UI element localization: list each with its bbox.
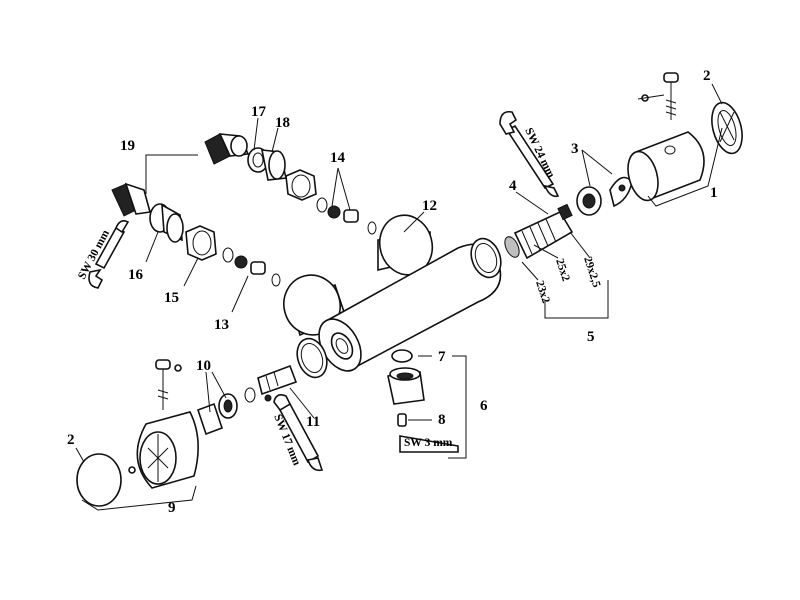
left-screw (155, 359, 182, 410)
label-18: 18 (275, 115, 290, 131)
label-8: 8 (438, 412, 446, 428)
label-4: 4 (509, 178, 517, 194)
thermostatic-cartridge (504, 203, 574, 260)
label-5: 5 (587, 329, 595, 345)
label-15: 15 (164, 290, 179, 306)
label-11: 11 (306, 414, 320, 430)
right-cap (711, 101, 743, 155)
inlet-nut-15 (185, 225, 217, 261)
dimension-29x2-5: 29x2,5 (581, 255, 602, 289)
right-stop-ring (609, 176, 633, 208)
dimension-labels: 29x2,5 25x2 23x2 (533, 255, 602, 305)
label-14: 14 (330, 150, 346, 166)
label-12: 12 (422, 198, 437, 214)
grub-screw-8 (397, 413, 407, 427)
inlet-connector-left (111, 182, 152, 217)
cartridge-nut (576, 186, 602, 216)
check-valve-14 (316, 197, 377, 235)
inlet-tail-16 (149, 203, 184, 243)
label-6: 6 (480, 398, 488, 414)
label-2-top: 2 (703, 68, 711, 84)
label-10: 10 (196, 358, 211, 374)
label-2-bottom: 2 (67, 432, 75, 448)
wrench-sw30 (88, 220, 130, 289)
right-seal-ring (470, 237, 502, 279)
label-7: 7 (438, 349, 446, 365)
part-numbers: 1 2 3 4 5 6 7 8 9 10 11 12 13 14 15 16 1… (67, 68, 718, 516)
union-tail-18 (261, 149, 287, 181)
wrench-sw24 (499, 110, 560, 198)
right-handle (627, 131, 705, 202)
label-17: 17 (251, 104, 267, 120)
outlet-seal-7 (391, 349, 413, 363)
union-nut-top (285, 169, 317, 201)
outlet-connector-top (204, 133, 250, 165)
label-16: 16 (128, 267, 144, 283)
wrench-sw3-label: SW 3 mm (404, 437, 453, 449)
label-13: 13 (214, 317, 229, 333)
check-valve-13 (222, 247, 281, 287)
label-3: 3 (571, 141, 579, 157)
label-19: 19 (120, 138, 135, 154)
leader-lines (75, 83, 723, 511)
left-cap (76, 453, 122, 507)
dimension-25x2: 25x2 (553, 257, 572, 283)
right-screw (637, 72, 679, 120)
outlet-connector-6 (387, 367, 425, 405)
dimension-23x2: 23x2 (533, 279, 552, 305)
allen-key-sw3 (399, 435, 459, 453)
wrench-sw17 (273, 394, 324, 472)
seal-ring-front (296, 337, 328, 379)
left-handle (128, 411, 199, 489)
label-1: 1 (710, 185, 718, 201)
bypass-valve-11 (244, 364, 298, 403)
left-stop-ring (196, 393, 238, 436)
label-9: 9 (168, 500, 176, 516)
